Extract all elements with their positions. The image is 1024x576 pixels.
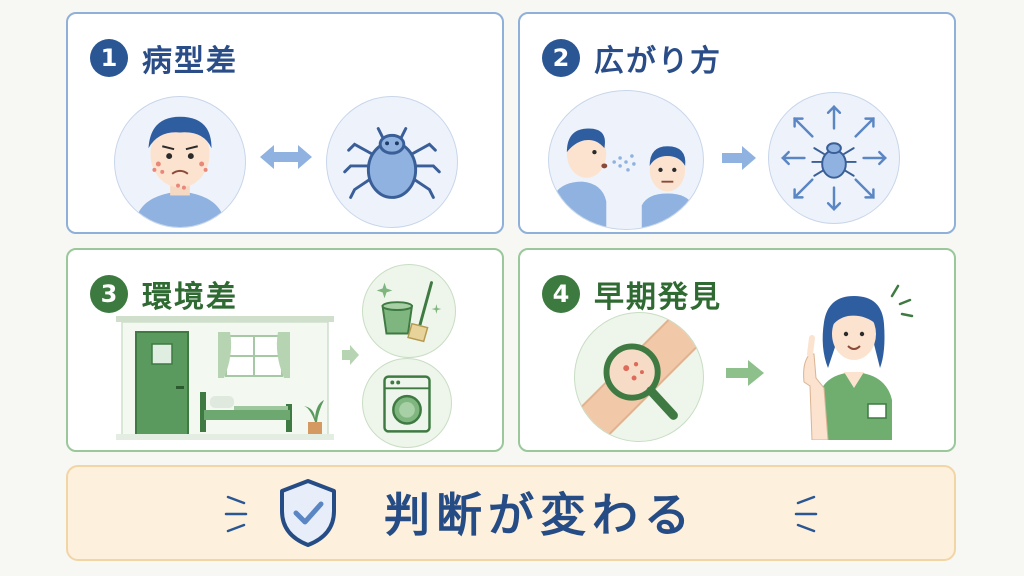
conclusion-banner: 判断が変わる [66, 465, 956, 561]
panel-early-detection: 4 早期発見 [518, 248, 956, 452]
mite-icon [326, 96, 458, 228]
right-arrow-icon [340, 344, 360, 366]
panel-header: 1 病型差 [90, 36, 238, 80]
burst-lines-right [784, 489, 818, 539]
cleaning-bucket-icon [362, 264, 456, 358]
right-arrow-icon [724, 358, 766, 388]
panel-disease-type: 1 病型差 [66, 12, 504, 234]
panel-header: 2 広がり方 [542, 36, 722, 80]
panel-title: 環境差 [142, 280, 238, 315]
spreading-mite-icon [768, 92, 900, 224]
panel-spread: 2 広がり方 [518, 12, 956, 234]
panel-environment: 3 環境差 [66, 248, 504, 452]
conclusion-text: 判断が変わる [384, 488, 696, 542]
panel-header: 4 早期発見 [542, 272, 722, 316]
room-icon [116, 314, 334, 444]
shield-check-icon [276, 477, 340, 549]
step-number-badge: 3 [90, 275, 128, 313]
step-number-badge: 4 [542, 275, 580, 313]
washing-machine-icon [362, 358, 452, 448]
step-number-badge: 1 [90, 39, 128, 77]
magnifier-skin-icon [574, 312, 704, 442]
double-arrow-icon [258, 142, 314, 172]
worried-person-icon [114, 96, 246, 228]
right-arrow-icon [720, 144, 758, 172]
nurse-icon [788, 282, 918, 440]
panel-title: 広がり方 [594, 44, 722, 79]
step-number-badge: 2 [542, 39, 580, 77]
panel-title: 病型差 [142, 44, 238, 79]
coughing-people-icon [548, 90, 704, 230]
burst-lines-left [224, 489, 258, 539]
panel-title: 早期発見 [594, 280, 722, 315]
panel-header: 3 環境差 [90, 272, 238, 316]
